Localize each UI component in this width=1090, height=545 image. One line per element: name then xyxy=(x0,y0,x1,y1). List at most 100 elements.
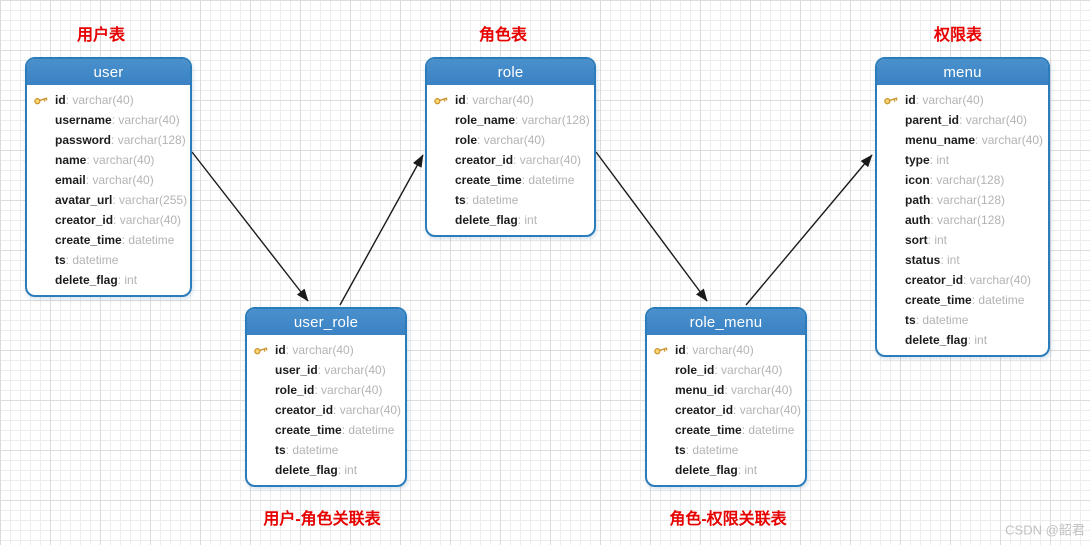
field-row[interactable]: authvarchar(128) xyxy=(877,210,1048,230)
relationship-arrow-role_menu-to-menu[interactable] xyxy=(745,154,873,306)
field-type: varchar(40) xyxy=(314,383,382,397)
entity-header[interactable]: role_menu xyxy=(647,309,805,335)
field-row[interactable]: creator_idvarchar(40) xyxy=(247,400,405,420)
field-name: id xyxy=(905,93,916,107)
entity-title: user_role xyxy=(293,313,359,331)
field-row[interactable]: tsdatetime xyxy=(27,250,190,270)
field-row[interactable]: delete_flagint xyxy=(877,330,1048,350)
field-row[interactable]: create_timedatetime xyxy=(427,170,594,190)
table-label: 用户表 xyxy=(76,27,126,44)
field-row[interactable]: tsdatetime xyxy=(247,440,405,460)
field-row[interactable]: idvarchar(40) xyxy=(427,90,594,110)
field-row[interactable]: create_timedatetime xyxy=(247,420,405,440)
field-row[interactable]: delete_flagint xyxy=(647,460,805,480)
field-name: name xyxy=(55,153,87,167)
field-type: int xyxy=(968,333,987,347)
field-type: varchar(40) xyxy=(916,93,984,107)
field-row[interactable]: menu_idvarchar(40) xyxy=(647,380,805,400)
field-name: icon xyxy=(905,173,930,187)
entity-header[interactable]: menu xyxy=(877,59,1048,85)
field-type: varchar(255) xyxy=(112,193,187,207)
field-type: varchar(40) xyxy=(975,133,1043,147)
field-name: delete_flag xyxy=(275,463,338,477)
field-row[interactable]: role_idvarchar(40) xyxy=(247,380,405,400)
field-name: sort xyxy=(905,233,928,247)
field-name: status xyxy=(905,253,941,267)
field-row[interactable]: creator_idvarchar(40) xyxy=(647,400,805,420)
field-name: delete_flag xyxy=(55,273,118,287)
field-row[interactable]: menu_namevarchar(40) xyxy=(877,130,1048,150)
field-name: role xyxy=(455,133,478,147)
entity-user[interactable]: user idvarchar(40) usernamevarchar(40) p… xyxy=(25,57,192,297)
field-row[interactable]: pathvarchar(128) xyxy=(877,190,1048,210)
field-row[interactable]: idvarchar(40) xyxy=(247,340,405,360)
field-row[interactable]: tsdatetime xyxy=(647,440,805,460)
entity-title: menu xyxy=(943,63,982,81)
relationship-arrow-role-to-role_menu[interactable] xyxy=(595,151,708,302)
field-row[interactable]: creator_idvarchar(40) xyxy=(877,270,1048,290)
field-row[interactable]: statusint xyxy=(877,250,1048,270)
field-row[interactable]: idvarchar(40) xyxy=(27,90,190,110)
field-row[interactable]: delete_flagint xyxy=(27,270,190,290)
field-type: varchar(40) xyxy=(113,213,181,227)
field-row[interactable]: parent_idvarchar(40) xyxy=(877,110,1048,130)
field-row[interactable]: passwordvarchar(128) xyxy=(27,130,190,150)
relationship-arrow-user-to-user_role[interactable] xyxy=(191,151,309,302)
field-row[interactable]: sortint xyxy=(877,230,1048,250)
field-row[interactable]: tsdatetime xyxy=(427,190,594,210)
entity-menu[interactable]: menu idvarchar(40) parent_idvarchar(40) … xyxy=(875,57,1050,357)
field-row[interactable]: creator_idvarchar(40) xyxy=(427,150,594,170)
field-type: int xyxy=(928,233,947,247)
entity-header[interactable]: role xyxy=(427,59,594,85)
field-type: int xyxy=(118,273,137,287)
field-row[interactable]: create_timedatetime xyxy=(877,290,1048,310)
field-row[interactable]: idvarchar(40) xyxy=(877,90,1048,110)
field-row[interactable]: tsdatetime xyxy=(877,310,1048,330)
field-name: create_time xyxy=(455,173,522,187)
field-name: parent_id xyxy=(905,113,960,127)
field-row[interactable]: typeint xyxy=(877,150,1048,170)
field-type: int xyxy=(930,153,949,167)
field-type: varchar(40) xyxy=(733,403,801,417)
field-row[interactable]: idvarchar(40) xyxy=(647,340,805,360)
field-row[interactable]: role_idvarchar(40) xyxy=(647,360,805,380)
field-name: role_id xyxy=(275,383,315,397)
field-type: varchar(128) xyxy=(930,173,1005,187)
entity-title: role xyxy=(497,63,524,81)
field-name: delete_flag xyxy=(905,333,968,347)
field-row[interactable]: user_idvarchar(40) xyxy=(247,360,405,380)
field-name: menu_name xyxy=(905,133,976,147)
relationship-arrow-user_role-to-role[interactable] xyxy=(339,154,424,306)
table-label: 角色表 xyxy=(478,27,528,44)
field-row[interactable]: namevarchar(40) xyxy=(27,150,190,170)
field-row[interactable]: delete_flagint xyxy=(247,460,405,480)
field-row[interactable]: create_timedatetime xyxy=(27,230,190,250)
field-row[interactable]: create_timedatetime xyxy=(647,420,805,440)
primary-key-icon xyxy=(884,97,898,105)
field-row[interactable]: creator_idvarchar(40) xyxy=(27,210,190,230)
entity-header[interactable]: user_role xyxy=(247,309,405,335)
field-name: user_id xyxy=(275,363,318,377)
field-row[interactable]: usernamevarchar(40) xyxy=(27,110,190,130)
field-row[interactable]: role_namevarchar(128) xyxy=(427,110,594,130)
table-label: 角色-权限关联表 xyxy=(669,511,787,528)
entity-role[interactable]: role idvarchar(40) role_namevarchar(128)… xyxy=(425,57,596,237)
entity-user_role[interactable]: user_role idvarchar(40) user_idvarchar(4… xyxy=(245,307,407,487)
field-type: varchar(40) xyxy=(112,113,180,127)
field-row[interactable]: delete_flagint xyxy=(427,210,594,230)
field-name: type xyxy=(905,153,930,167)
field-name: create_time xyxy=(55,233,122,247)
entity-field-list: idvarchar(40) role_namevarchar(128) role… xyxy=(427,85,594,230)
entity-header[interactable]: user xyxy=(27,59,190,85)
field-row[interactable]: iconvarchar(128) xyxy=(877,170,1048,190)
field-type: varchar(40) xyxy=(86,153,154,167)
field-row[interactable]: rolevarchar(40) xyxy=(427,130,594,150)
watermark: CSDN @韶君 xyxy=(1005,522,1085,538)
entity-role_menu[interactable]: role_menu idvarchar(40) role_idvarchar(4… xyxy=(645,307,807,487)
field-row[interactable]: emailvarchar(40) xyxy=(27,170,190,190)
entity-title: user xyxy=(93,63,124,81)
field-type: varchar(40) xyxy=(724,383,792,397)
field-type: varchar(40) xyxy=(318,363,386,377)
field-row[interactable]: avatar_urlvarchar(255) xyxy=(27,190,190,210)
